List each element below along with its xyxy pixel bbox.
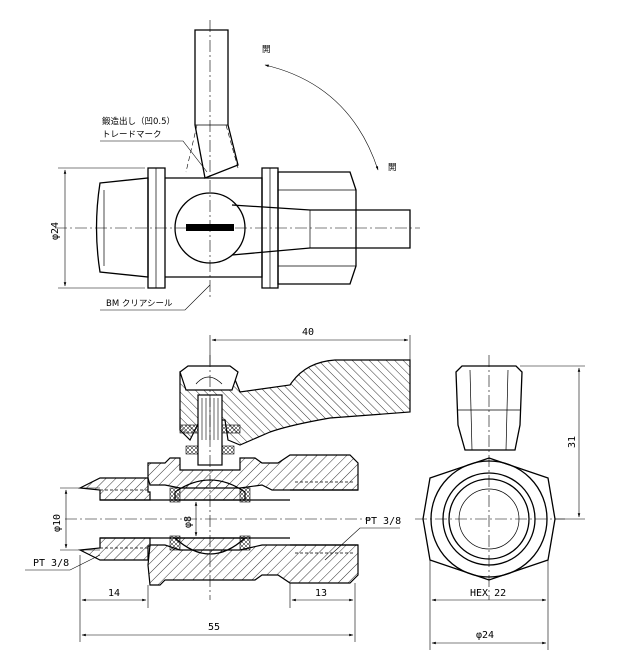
label-bm-seal: BM クリアシール [106, 299, 173, 309]
dim-40: 40 [302, 327, 314, 338]
dim-31: 31 [567, 436, 578, 448]
label-forged-mark: 鍛造出し（凹0.5） [102, 116, 175, 127]
dim-phi8: φ8 [183, 516, 194, 528]
dim-14: 14 [108, 588, 120, 599]
top-view: 開 開 鍛造出し（凹0.5） トレードマーク φ24 BM クリアシール [50, 20, 420, 311]
open-swing-arrow [264, 64, 379, 171]
body-upper [147, 454, 359, 491]
label-pt-left: PT 3/8 [33, 558, 69, 569]
dim-55: 55 [208, 622, 220, 633]
dim-phi10: φ10 [52, 514, 63, 532]
body-lower [147, 544, 359, 586]
label-trademark: トレードマーク [102, 130, 162, 140]
dim-13: 13 [315, 588, 327, 599]
handle-section [179, 359, 411, 446]
label-open-top: 開 [262, 45, 271, 55]
dim-phi24-bottom: φ24 [476, 630, 494, 641]
nipple-left [77, 477, 151, 501]
end-view: 31 HEX 22 φ24 [415, 355, 585, 650]
dim-phi24-top: φ24 [50, 222, 61, 240]
handle-horizontal [231, 204, 411, 256]
section-view: 40 [25, 327, 411, 642]
label-open-right: 開 [388, 163, 397, 173]
label-pt-right: PT 3/8 [365, 516, 401, 527]
handle-vertical [194, 29, 239, 179]
dim-hex22: HEX 22 [470, 588, 506, 599]
